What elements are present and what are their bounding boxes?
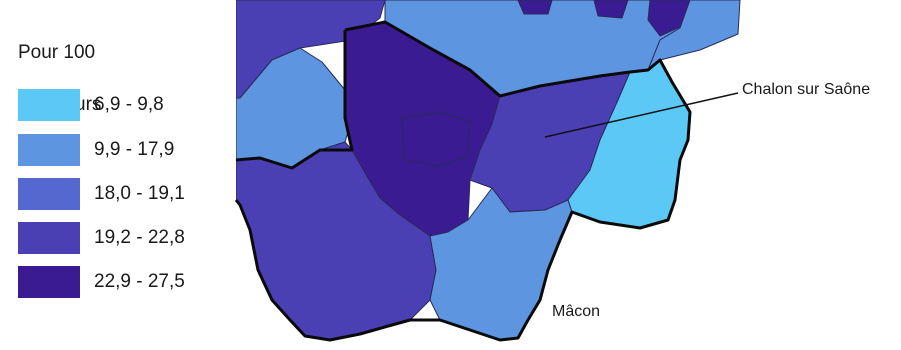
map-legend: Pour 100 chômeurs 6,9 - 9,8 9,9 - 17,9 1… — [0, 0, 230, 350]
legend-item-2: 9,9 - 17,9 — [18, 134, 174, 166]
legend-swatch-2 — [18, 134, 80, 166]
legend-item-4: 19,2 - 22,8 — [18, 222, 185, 254]
region-top-speck-1 — [517, 0, 553, 15]
legend-range-4: 19,2 - 22,8 — [94, 227, 185, 248]
legend-title-line-1: Pour 100 — [18, 42, 96, 63]
legend-swatch-3 — [18, 178, 80, 210]
legend-range-5: 22,9 - 27,5 — [94, 271, 185, 292]
department-boundary-north-west — [235, 30, 354, 170]
label-chalon: Chalon sur Saône — [742, 81, 870, 98]
legend-item-1: 6,9 - 9,8 — [18, 89, 164, 121]
chalon-leader-line — [544, 92, 739, 138]
legend-range-3: 18,0 - 19,1 — [94, 183, 185, 204]
legend-range-2: 9,9 - 17,9 — [94, 139, 175, 160]
region-top-speck-3 — [647, 0, 691, 37]
legend-swatch-1 — [18, 89, 80, 121]
region-center-inner — [401, 111, 471, 167]
legend-item-3: 18,0 - 19,1 — [18, 178, 185, 210]
region-top-speck-2 — [593, 0, 629, 19]
legend-range-1: 6,9 - 9,8 — [94, 94, 164, 115]
department-boundary — [234, 20, 692, 342]
label-macon: Mâcon — [552, 303, 600, 320]
legend-item-5: 22,9 - 27,5 — [18, 266, 185, 298]
legend-swatch-4 — [18, 222, 80, 254]
legend-swatch-5 — [18, 266, 80, 298]
